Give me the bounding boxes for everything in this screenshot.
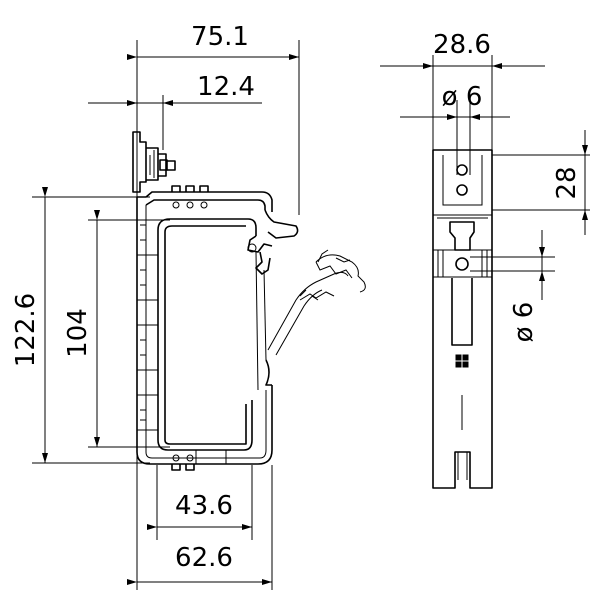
dimension-inner-height: 104	[63, 210, 100, 447]
dimension-label-side-width: 28.6	[433, 30, 491, 60]
mounting-clip	[132, 131, 176, 193]
dimension-hole-offset: 28	[552, 130, 588, 235]
dimension-label-overall-width: 75.1	[191, 22, 249, 52]
dimension-label-inner-width: 43.6	[175, 491, 233, 521]
dimension-label-outer-width: 62.6	[175, 543, 233, 573]
side-part-body	[432, 149, 493, 489]
dimension-overall-width: 75.1	[127, 22, 299, 60]
lid-open-outline	[267, 249, 366, 356]
side-view: 28.6 ø 6 28 ø 6	[380, 30, 590, 489]
dimension-hole-side: ø 6	[509, 230, 545, 343]
dimension-label-hole-offset: 28	[552, 166, 582, 199]
dimension-label-flange-offset: 12.4	[197, 72, 255, 102]
duct-body	[136, 185, 273, 471]
dimension-label-inner-height: 104	[63, 308, 93, 358]
side-extension-lines	[432, 55, 590, 272]
front-view: 75.1 12.4 122.6 104 43.6 62.6	[11, 22, 366, 590]
dimension-side-width: 28.6	[380, 30, 545, 69]
dimension-flange-offset: 12.4	[88, 72, 262, 106]
dimension-overall-height: 122.6	[11, 187, 48, 463]
dimension-inner-width: 43.6	[147, 491, 252, 530]
dimension-label-hole-side: ø 6	[509, 302, 539, 343]
latch-closed	[247, 209, 299, 391]
dimension-hole-top: ø 6	[400, 82, 510, 120]
dimension-outer-width: 62.6	[127, 543, 272, 585]
dimension-label-hole-top: ø 6	[442, 82, 483, 112]
dimension-label-overall-height: 122.6	[11, 293, 41, 367]
